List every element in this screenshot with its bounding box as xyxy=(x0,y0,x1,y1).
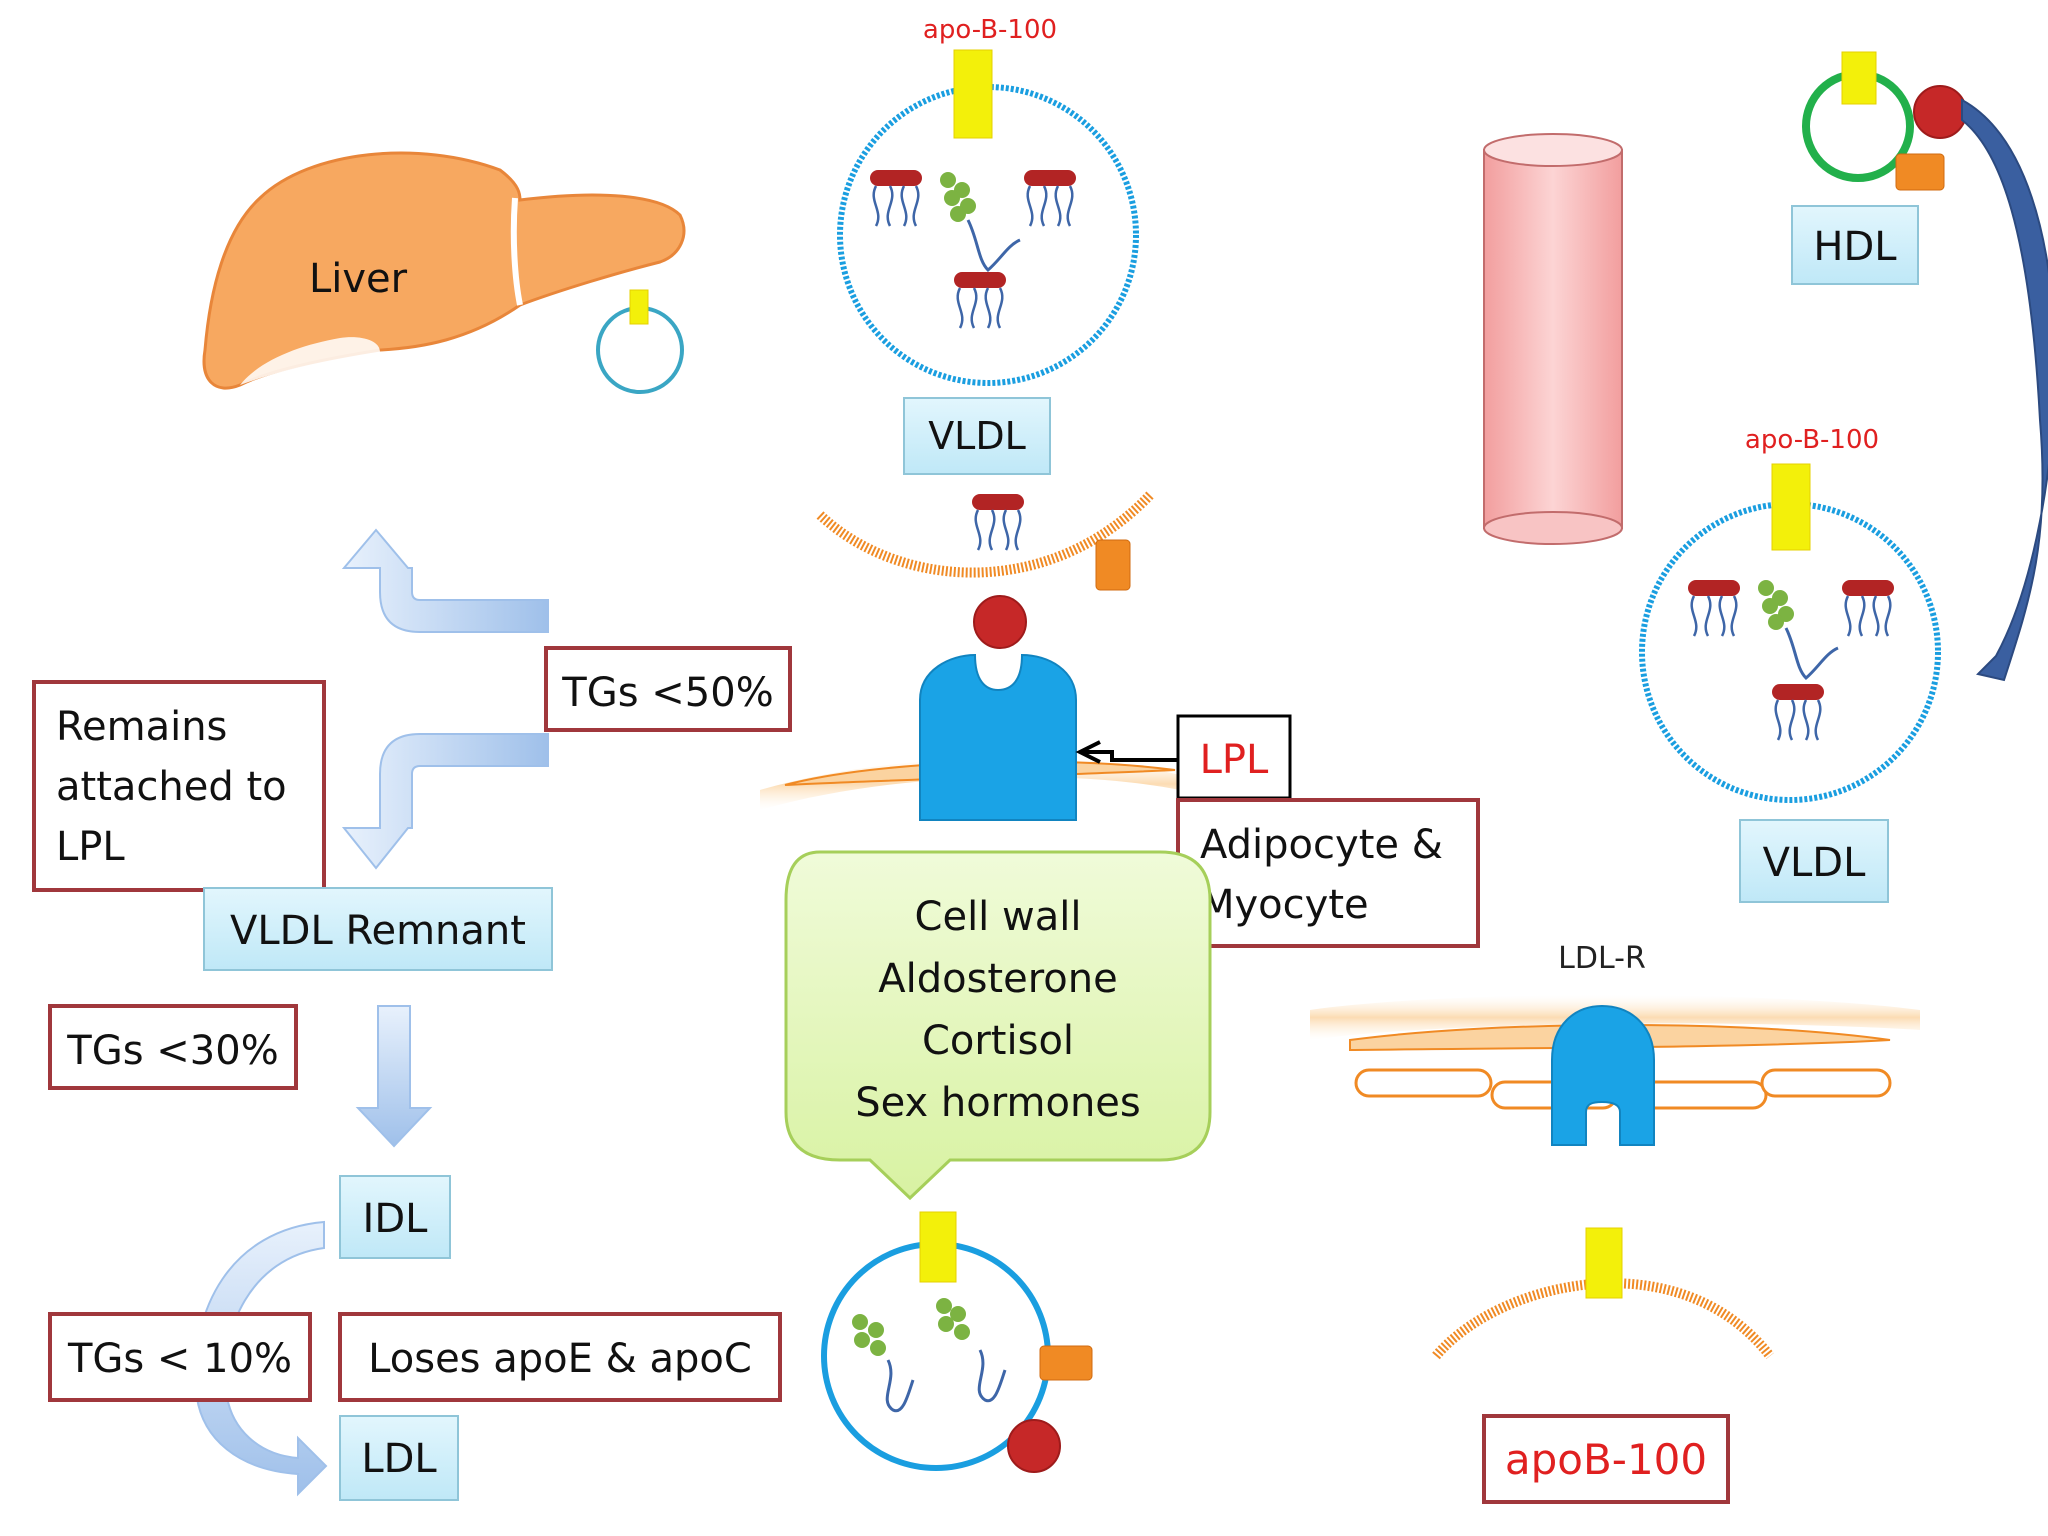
ldl-receptor xyxy=(1551,1004,1655,1146)
lpl-label: LPL xyxy=(1200,737,1269,783)
blood-vessel xyxy=(1483,133,1623,545)
down-arrow-to-remnant xyxy=(341,733,549,870)
nascent-lipoprotein xyxy=(596,289,684,394)
triglyceride xyxy=(870,170,922,227)
apo-marker xyxy=(1841,51,1877,105)
loses-apo-box xyxy=(338,1312,782,1402)
vldl-label-right: VLDL xyxy=(1763,840,1866,886)
apoe-marker xyxy=(1007,1419,1061,1473)
tgs-30-box xyxy=(48,1004,298,1090)
hdl-label: HDL xyxy=(1813,224,1897,270)
apoc-marker xyxy=(1895,153,1945,191)
apo-b100-marker xyxy=(629,289,649,325)
tgs-30-label: TGs <30% xyxy=(66,1028,278,1074)
triglyceride xyxy=(972,494,1024,551)
triglyceride xyxy=(1842,580,1894,637)
apob100-label: apoB-100 xyxy=(1505,1435,1707,1484)
vldl-particle-right xyxy=(1639,463,1941,803)
apob100-fragment xyxy=(1432,1227,1774,1360)
membrane-fragment-arc xyxy=(816,491,1154,649)
apo-b100-marker xyxy=(1585,1227,1623,1299)
ldl-r-label: LDL-R xyxy=(1558,941,1646,976)
remains-line1: Remains xyxy=(56,704,227,750)
ldl-box xyxy=(339,1415,459,1501)
cholesterol-cluster xyxy=(1758,580,1794,630)
hdl-particle xyxy=(1802,51,1967,191)
hdl-label-box xyxy=(1791,205,1919,285)
cholesterol-cluster xyxy=(940,172,976,222)
remains-attached-box xyxy=(32,680,326,892)
down-arrow-to-idl xyxy=(355,1005,433,1148)
lpl-pointer-arrow xyxy=(1075,740,1178,764)
callout-line2: Aldosterone xyxy=(878,956,1117,1002)
adipocyte-label-line2: Myocyte xyxy=(1200,882,1369,928)
ldl-label: LDL xyxy=(361,1436,437,1482)
vldl-label-box-right xyxy=(1739,819,1889,903)
triglyceride xyxy=(954,272,1006,329)
remains-line2: attached to xyxy=(56,764,287,810)
remains-line3: LPL xyxy=(56,824,125,870)
apoc-marker xyxy=(1039,1345,1093,1381)
triglyceride xyxy=(1024,170,1076,227)
cholesterol-cluster xyxy=(852,1298,970,1356)
vldl-particle-center xyxy=(837,49,1139,386)
tgs-10-box xyxy=(48,1312,312,1402)
vldl-label-center: VLDL xyxy=(928,414,1026,458)
triglyceride xyxy=(1772,684,1824,741)
idl-box xyxy=(339,1175,451,1259)
lpl-label-box xyxy=(1176,714,1292,800)
lpl-enzyme xyxy=(919,653,1077,821)
loses-apo-label: Loses apoE & apoC xyxy=(368,1336,752,1382)
apob100-box xyxy=(1482,1414,1730,1504)
apoe-marker xyxy=(1913,85,1967,139)
idl-label: IDL xyxy=(363,1196,429,1242)
apoe-marker xyxy=(973,595,1027,649)
ldl-particle xyxy=(821,1211,1093,1473)
apo-b100-marker xyxy=(1771,463,1811,551)
apo-b100-marker xyxy=(953,49,993,139)
liver-label: Liver xyxy=(309,256,408,302)
liver: Liver xyxy=(202,151,686,390)
apo-b100-label-top: apo-B-100 xyxy=(923,15,1057,45)
vldl-label-box xyxy=(903,397,1051,475)
transfer-arrow xyxy=(1961,98,2048,682)
tgs-10-label: TGs < 10% xyxy=(67,1336,292,1382)
apo-b100-label-right: apo-B-100 xyxy=(1745,425,1879,455)
vldl-remnant-label: VLDL Remnant xyxy=(230,908,526,954)
apo-b100-marker xyxy=(919,1211,957,1283)
callout-line3: Cortisol xyxy=(922,1018,1074,1064)
adipocyte-label-line1: Adipocyte & xyxy=(1200,822,1443,868)
tgs-50-label: TGs <50% xyxy=(561,670,773,716)
triglyceride xyxy=(1688,580,1740,637)
callout-line4: Sex hormones xyxy=(855,1080,1141,1126)
adipocyte-box xyxy=(1176,798,1480,948)
vldl-remnant-box xyxy=(203,887,553,971)
apoc-marker xyxy=(1095,539,1131,591)
callout-line1: Cell wall xyxy=(915,894,1082,940)
steroid-callout xyxy=(784,850,1212,1201)
up-arrow-to-liver xyxy=(341,528,549,633)
tgs-50-box xyxy=(544,646,792,732)
